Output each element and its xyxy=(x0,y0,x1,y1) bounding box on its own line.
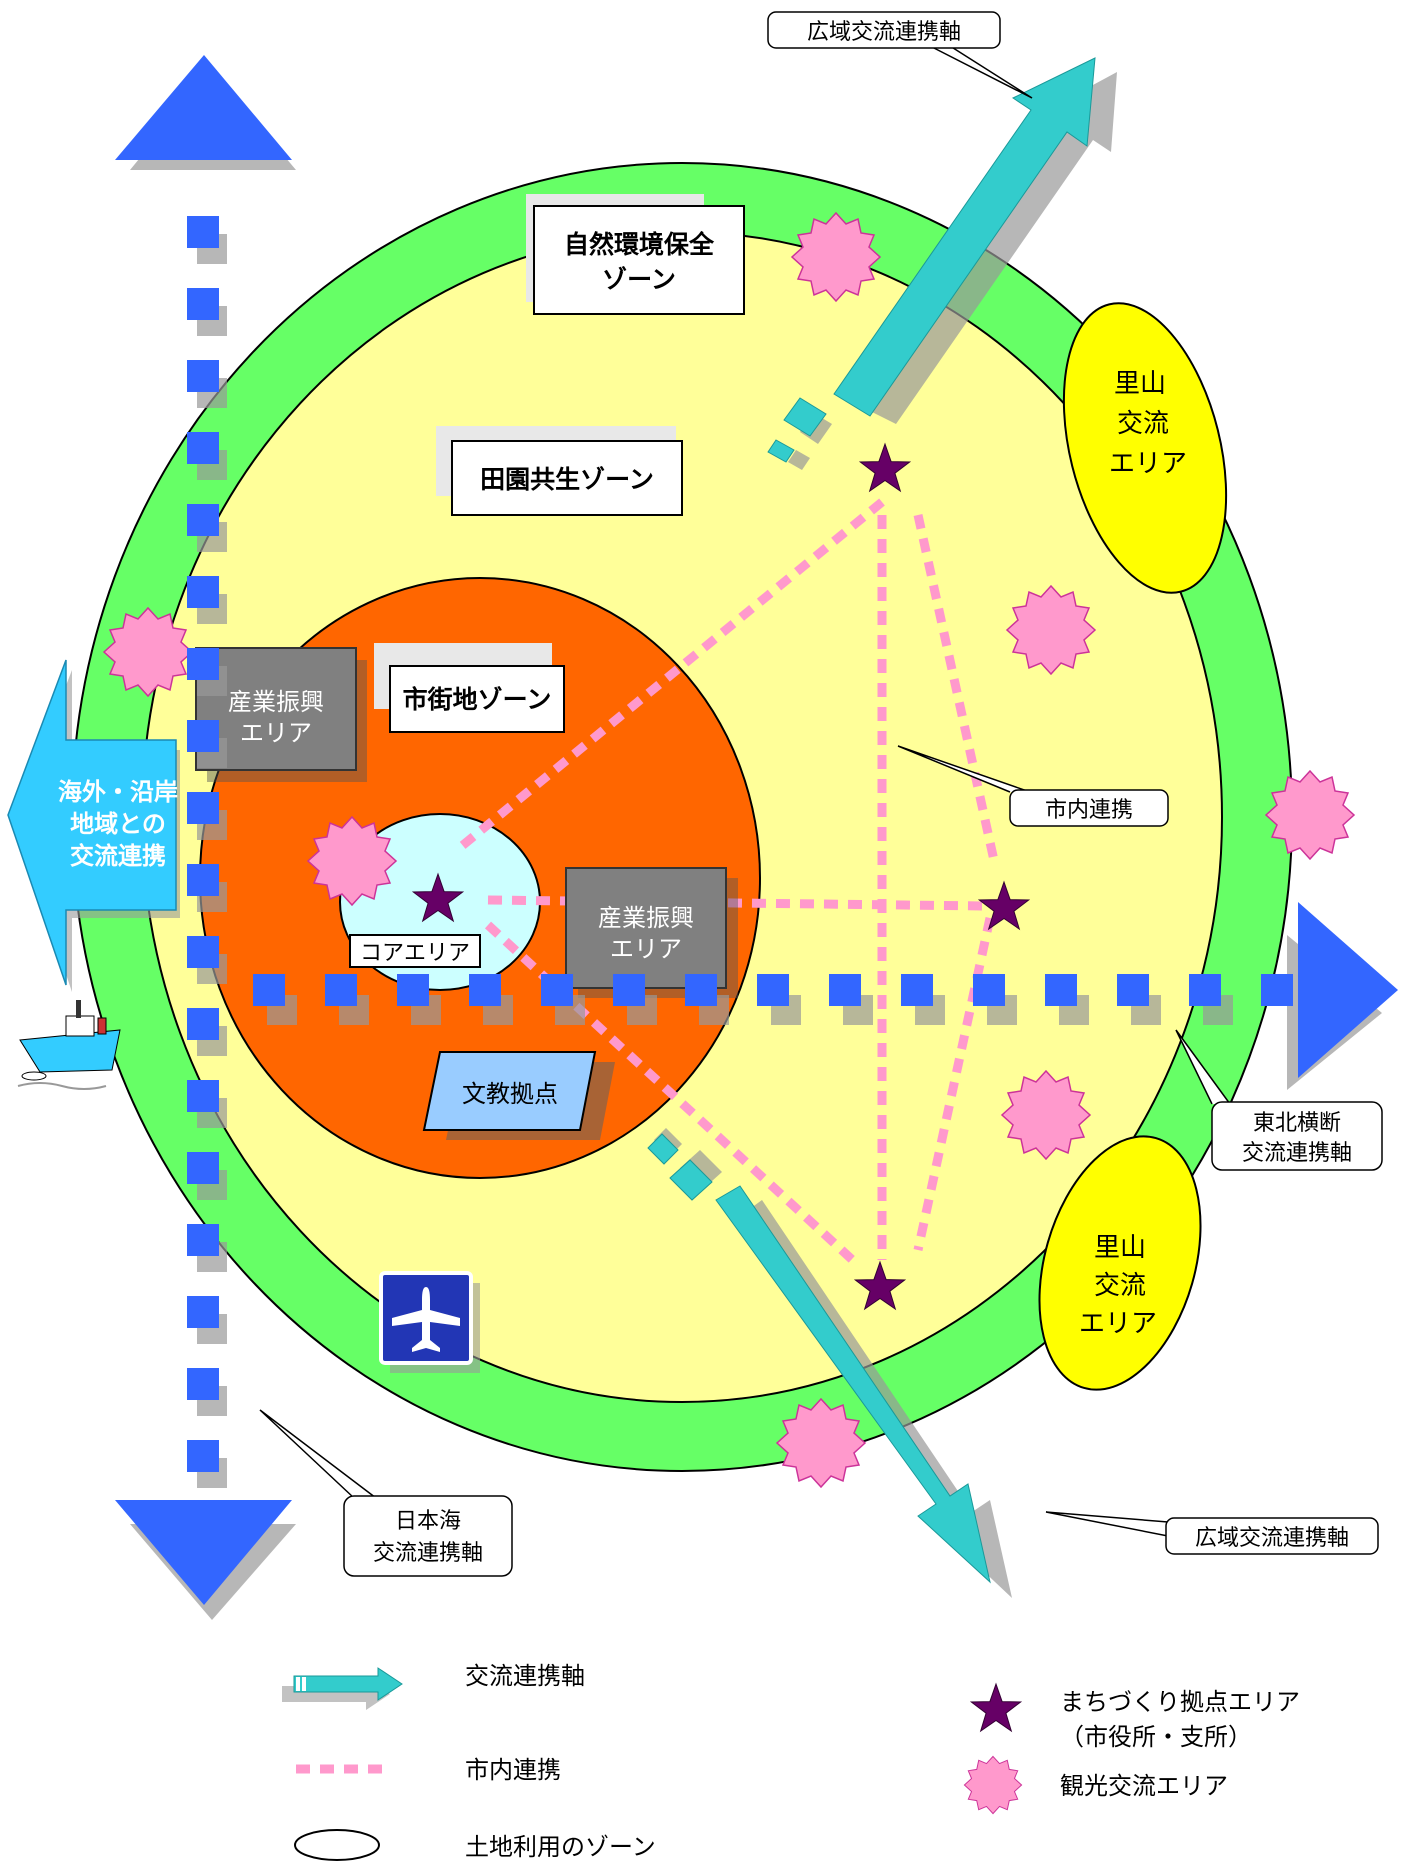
svg-text:交流連携: 交流連携 xyxy=(70,842,166,870)
svg-text:市内連携: 市内連携 xyxy=(1045,798,1133,823)
svg-text:日本海: 日本海 xyxy=(395,1509,461,1534)
svg-text:田園共生ゾーン: 田園共生ゾーン xyxy=(480,465,654,494)
svg-text:交流: 交流 xyxy=(1117,409,1169,439)
legend-zone-swatch xyxy=(294,1829,380,1861)
legend-axis-swatch xyxy=(282,1667,403,1710)
callout-wide-top: 広域交流連携軸 xyxy=(767,11,1033,99)
svg-text:産業振興: 産業振興 xyxy=(598,904,694,932)
callout-japan-sea: 日本海 交流連携軸 xyxy=(259,1409,513,1577)
svg-text:広域交流連携軸: 広域交流連携軸 xyxy=(1195,1526,1349,1551)
legend-burst-icon xyxy=(963,1755,1023,1815)
svg-text:コアエリア: コアエリア xyxy=(360,941,470,966)
legend-zone-label: 土地利用のゾーン xyxy=(465,1833,656,1861)
ship-icon xyxy=(17,1000,121,1090)
nature-zone-label: 自然環境保全 ゾーン xyxy=(526,194,745,315)
callout-wide-bottom: 広域交流連携軸 xyxy=(1045,1511,1379,1555)
satoyama-area-upper: 里山 交流 エリア xyxy=(1062,302,1228,594)
core-area-label: コアエリア xyxy=(349,934,481,968)
svg-text:エリア: エリア xyxy=(240,719,312,747)
wide-area-axis-northeast xyxy=(767,57,1117,470)
legend-base-label-2: （市役所・支所） xyxy=(1060,1723,1252,1751)
legend: 交流連携軸 市内連携 土地利用のゾーン まちづくり拠点エリア （市役所・支所） … xyxy=(282,1662,1300,1861)
svg-text:エリア: エリア xyxy=(1079,1309,1157,1339)
urban-zone-label: 市街地ゾーン xyxy=(374,643,565,733)
svg-text:文教拠点: 文教拠点 xyxy=(462,1080,558,1108)
svg-text:交流連携軸: 交流連携軸 xyxy=(1242,1141,1352,1166)
satoyama-area-lower: 里山 交流 エリア xyxy=(1038,1135,1202,1391)
legend-axis-label: 交流連携軸 xyxy=(465,1662,585,1690)
svg-text:里山: 里山 xyxy=(1094,1233,1146,1263)
wide-area-axis-southeast xyxy=(647,1128,1012,1598)
svg-text:東北横断: 東北横断 xyxy=(1253,1111,1341,1136)
legend-base-label-1: まちづくり拠点エリア xyxy=(1060,1688,1300,1716)
overseas-link-arrow: 海外・沿岸 地域との 交流連携 xyxy=(7,659,180,992)
svg-text:産業振興: 産業振興 xyxy=(228,688,324,716)
svg-text:海外・沿岸: 海外・沿岸 xyxy=(58,778,178,806)
svg-text:自然環境保全: 自然環境保全 xyxy=(564,230,715,259)
callout-tohoku: 東北横断 交流連携軸 xyxy=(1175,1029,1383,1171)
svg-text:市街地ゾーン: 市街地ゾーン xyxy=(403,685,552,714)
education-base: 文教拠点 xyxy=(422,1051,615,1140)
svg-text:ゾーン: ゾーン xyxy=(602,265,676,294)
svg-text:エリア: エリア xyxy=(610,935,682,963)
japan-sea-axis xyxy=(115,55,296,1620)
svg-text:里山: 里山 xyxy=(1114,369,1166,399)
svg-text:交流: 交流 xyxy=(1094,1271,1146,1301)
svg-text:エリア: エリア xyxy=(1109,449,1187,479)
legend-city-link-label: 市内連携 xyxy=(465,1756,561,1784)
rural-zone-label: 田園共生ゾーン xyxy=(436,426,683,516)
callout-city-link: 市内連携 xyxy=(897,745,1169,827)
legend-star-icon xyxy=(970,1683,1022,1732)
svg-text:交流連携軸: 交流連携軸 xyxy=(373,1541,483,1566)
svg-text:広域交流連携軸: 広域交流連携軸 xyxy=(807,20,961,45)
industry-area-right: 産業振興 エリア xyxy=(565,867,738,998)
airplane-icon xyxy=(379,1271,480,1373)
tohoku-axis xyxy=(253,902,1398,1090)
svg-text:地域との: 地域との xyxy=(70,810,166,838)
legend-tourism-label: 観光交流エリア xyxy=(1060,1772,1228,1800)
